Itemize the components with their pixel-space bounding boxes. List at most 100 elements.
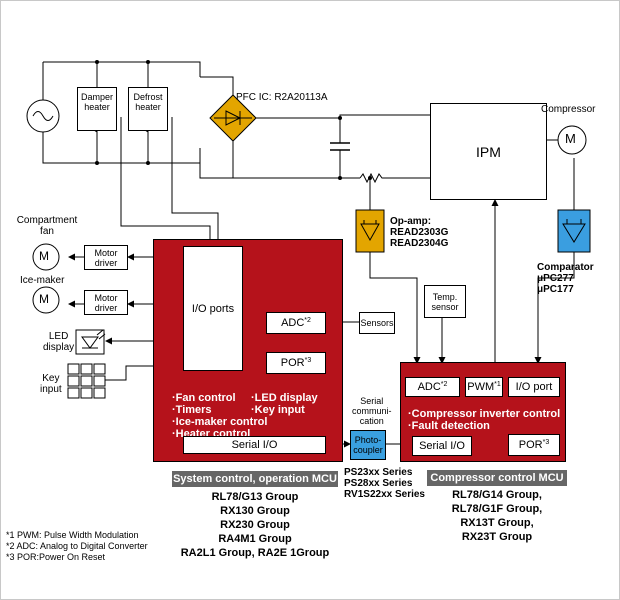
comparator-label: Comparator μPC277 μPC177: [537, 262, 594, 295]
function-item: Timers: [172, 404, 267, 416]
compartment-fan-label: Compartment fan: [16, 215, 78, 237]
damper-heater: Damper heater: [77, 87, 117, 131]
system-mcu-groups: RL78/G13 Group RX130 Group RX230 Group R…: [172, 490, 338, 560]
comp-serial-io-box: Serial I/O: [412, 436, 472, 456]
led-display-line: LED: [48, 331, 69, 342]
mcu-group-item: RL78/G14 Group,: [452, 489, 542, 501]
key-input-icon: [67, 363, 106, 399]
comp-serial-io-label: Serial I/O: [419, 440, 465, 452]
system-por-label: POR: [280, 357, 305, 369]
sensors-box: Sensors: [359, 312, 395, 334]
photocoupler-line: Photo-: [354, 435, 382, 445]
comparator-label-line: μPC177: [537, 284, 574, 295]
function-item: Key input: [251, 404, 318, 416]
function-item: Fan control: [172, 392, 267, 404]
ice-maker-label: Ice-maker: [20, 275, 65, 286]
opamp-label-line: Op-amp:: [390, 216, 432, 227]
system-serial-io-box: Serial I/O: [183, 436, 326, 454]
system-mcu-banner: System control, operation MCU: [172, 471, 338, 487]
ac-source-icon: [26, 99, 60, 133]
motor-driver-line: driver: [94, 302, 118, 313]
comp-adc-box: ADC*2: [405, 377, 460, 397]
led-display-line: display: [43, 342, 75, 353]
comparator-label-line: μPC277: [537, 273, 574, 284]
compressor-motor-icon: [557, 125, 587, 155]
capacitor-icon: [330, 142, 350, 151]
comp-adc-label: ADC: [417, 381, 441, 393]
compressor-mcu-banner: Compressor control MCU: [427, 470, 567, 486]
opamp-label-line: READ2303G: [390, 227, 449, 238]
footnote: *2 ADC: Analog to Digital Converter: [6, 541, 148, 551]
defrost-heater-label: Defrost heater: [133, 92, 163, 112]
por-footnote-ref: *3: [304, 357, 312, 364]
comp-pwm-label: PWM: [467, 381, 495, 393]
comparator-icon: [557, 209, 591, 253]
system-adc-label: ADC: [281, 317, 305, 329]
ac-top-wire: [43, 61, 201, 77]
mcu-group-item: RX23T Group: [461, 531, 533, 543]
pwm-footnote-ref: *1: [494, 381, 501, 388]
motor-driver-line: Motor: [94, 292, 118, 303]
comp-io-port-label: I/O port: [515, 381, 553, 393]
comp-por-label: POR: [518, 439, 543, 451]
mcu-group-item: RL78/G1F Group,: [451, 503, 543, 515]
motor-driver-line: Motor: [94, 247, 118, 258]
opamp-label-line: READ2304G: [390, 238, 449, 249]
photo-series-line: PS23xx Series: [344, 467, 413, 478]
function-item: Fault detection: [408, 420, 560, 432]
system-adc-box: ADC*2: [266, 312, 326, 334]
io-ports-box: I/O ports: [183, 246, 243, 371]
comp-io-port-box: I/O port: [508, 377, 560, 397]
footnote: *3 POR:Power On Reset: [6, 552, 106, 562]
compressor-motor-letter: M: [565, 131, 576, 146]
led-display-icon: [75, 329, 106, 355]
motor-driver-line: driver: [94, 257, 118, 268]
serial-comm-line: communi-: [352, 406, 392, 416]
photocoupler-series: PS23xx Series PS28xx Series RV1S22xx Ser…: [344, 467, 425, 500]
compressor-mcu-groups: RL78/G14 Group, RL78/G1F Group, RX13T Gr…: [427, 488, 567, 544]
mcu-group-item: RX13T Group,: [460, 517, 534, 529]
comp-por-box: POR*3: [508, 434, 560, 456]
por-footnote-ref: *3: [542, 439, 550, 446]
temp-sensor-line: Temp.: [432, 291, 458, 302]
ipm-label: IPM: [476, 143, 501, 160]
system-por-box: POR*3: [266, 352, 326, 374]
mcu-group-item: RX230 Group: [220, 519, 290, 531]
photo-series-line: RV1S22xx Series: [344, 489, 425, 500]
comp-pwm-box: PWM*1: [465, 377, 503, 397]
temp-sensor-box: Temp.sensor: [424, 285, 466, 318]
serial-comm-line: cation: [359, 416, 384, 426]
ice-motor-icon: [32, 286, 60, 314]
ice-motor-letter: M: [39, 292, 49, 306]
led-display-label: LED display: [43, 331, 74, 353]
fan-motor-icon: [32, 243, 60, 271]
pfc-ic-label: PFC IC: R2A20113A: [236, 92, 328, 103]
key-input-line: input: [40, 384, 62, 395]
function-item: LED display: [251, 392, 318, 404]
comparator-label-line: Comparator: [537, 262, 594, 273]
pfc-bridge-icon: [209, 94, 257, 142]
adc-footnote-ref: *2: [304, 317, 311, 324]
function-item: Compressor inverter control: [408, 408, 561, 420]
compartment-fan-line: fan: [40, 226, 54, 237]
mcu-group-item: RL78/G13 Group: [211, 491, 299, 503]
photocoupler-line: coupler: [353, 445, 383, 455]
photocoupler-box: Photo-coupler: [350, 430, 386, 460]
opamp-label: Op-amp: READ2303G READ2304G: [390, 216, 448, 249]
adc-footnote-ref: *2: [440, 381, 448, 388]
system-functions-right: LED display Key input: [251, 392, 318, 416]
compartment-fan-line: Compartment: [16, 215, 78, 226]
fan-motor-letter: M: [39, 249, 49, 263]
key-input-line: Key: [42, 373, 60, 384]
io-ports-label: I/O ports: [191, 302, 235, 315]
serial-comm-label: Serial communi- cation: [352, 396, 392, 426]
compressor-functions: Compressor inverter control Fault detect…: [408, 408, 561, 432]
ipm-block: IPM: [430, 103, 547, 200]
system-serial-io-label: Serial I/O: [231, 439, 278, 451]
serial-comm-line: Serial: [360, 396, 384, 406]
shunt-resistor-icon: [359, 172, 385, 184]
damper-heater-label: Damper heater: [80, 92, 113, 112]
compressor-label: Compressor: [541, 104, 596, 115]
